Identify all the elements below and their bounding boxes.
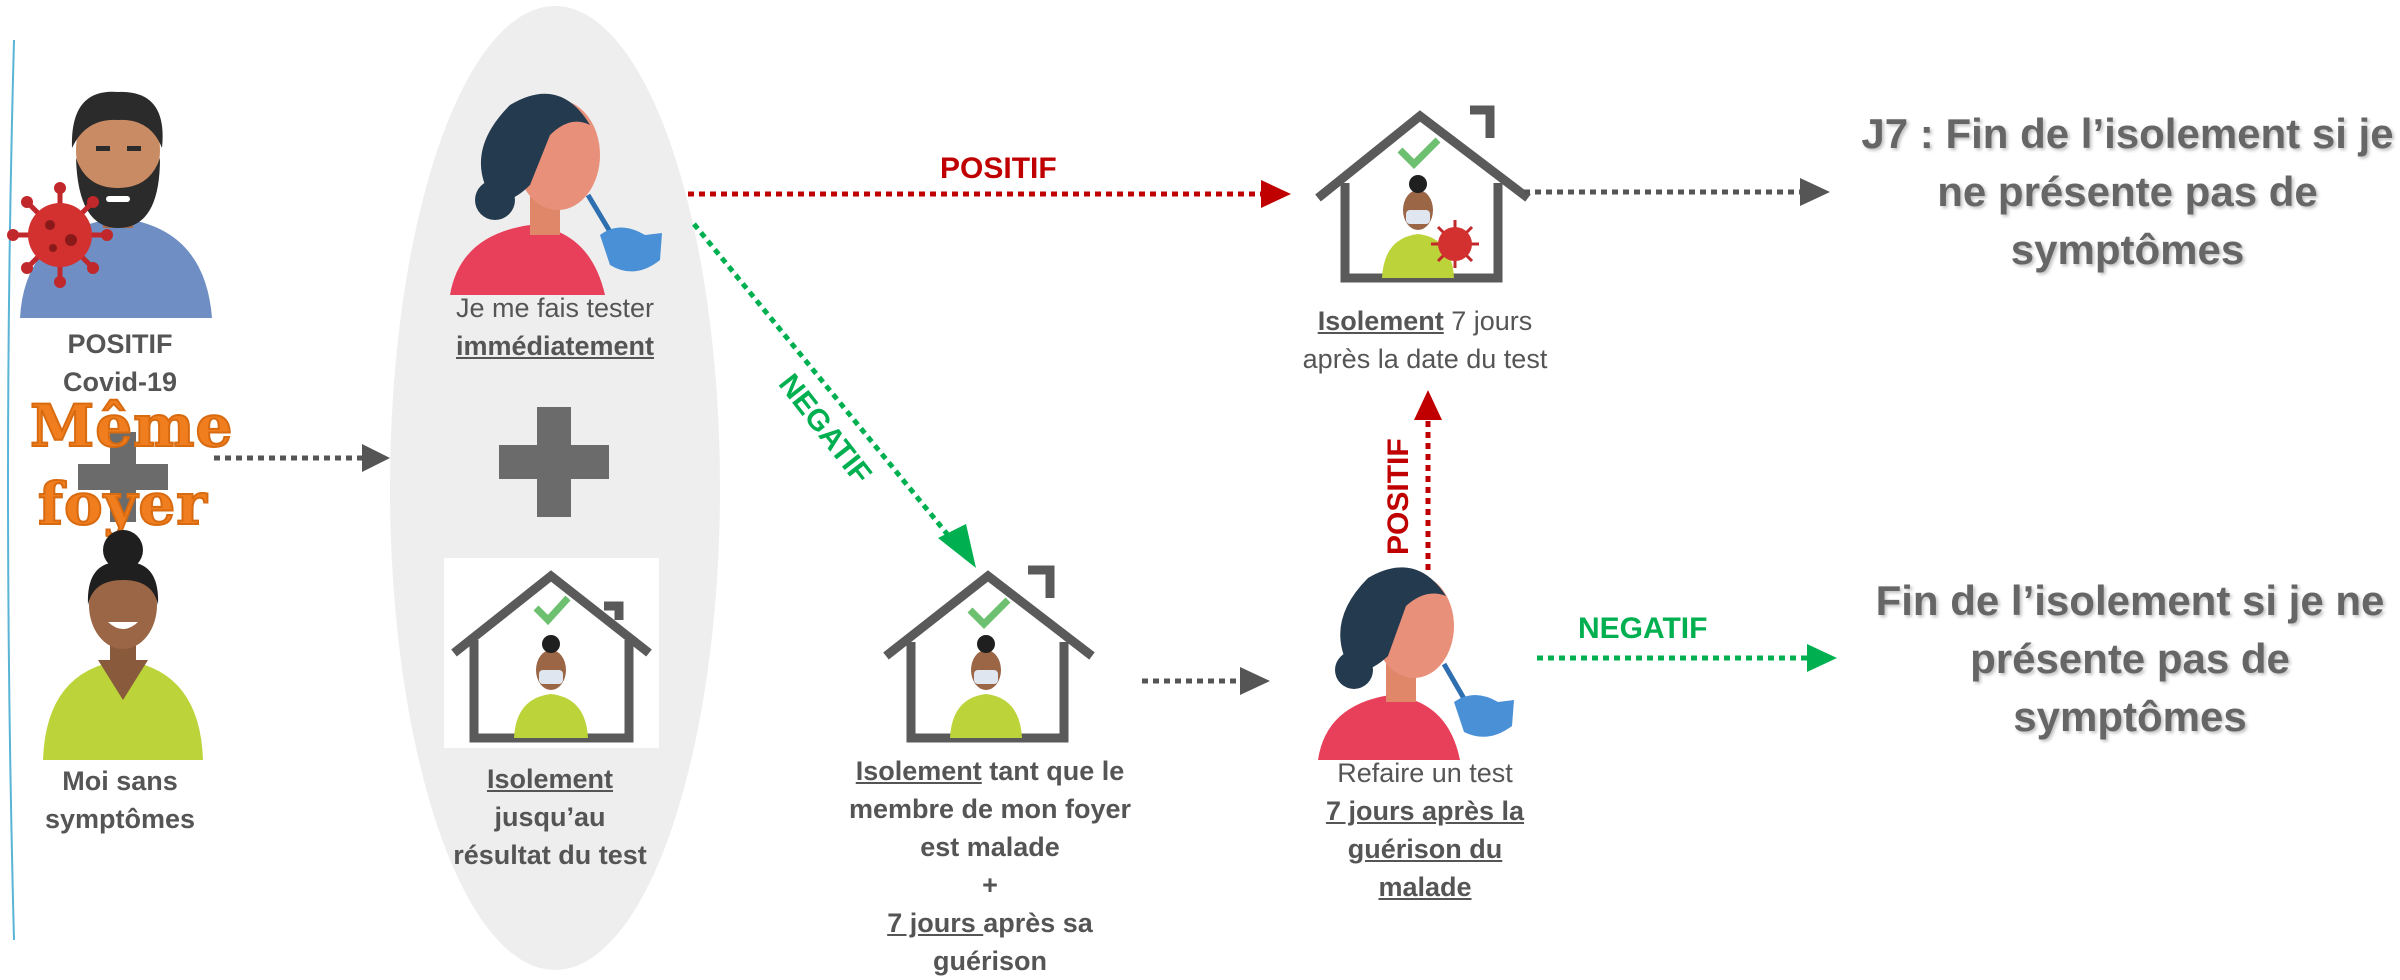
negative-label-right: NEGATIF: [1578, 612, 1708, 645]
isolation-7-days-house-icon: [1315, 105, 1531, 283]
same-home-word1: Même: [29, 391, 234, 461]
self-test-label: Je me fais tester immédiatement: [455, 293, 655, 361]
arrow-positive-vertical: [1414, 390, 1442, 570]
arrow-positive-top: [688, 180, 1291, 208]
arrow-negative-right: [1537, 644, 1837, 672]
positive-label-top: POSITIF: [940, 152, 1057, 185]
retest-woman-illustration: [1318, 567, 1514, 760]
plus-sign-large: [499, 407, 609, 517]
me-no-symptoms-label: Moi sans symptômes: [44, 766, 196, 834]
virus-icon: [7, 182, 113, 288]
isolation-7-days-label: Isolement 7 jours après la date du test: [1302, 306, 1548, 374]
arrow-to-test: [214, 444, 390, 472]
plus-sign-small: [78, 432, 168, 522]
positive-label-vertical: POSITIF: [1382, 438, 1415, 555]
end-isolation-text: Fin de l’isolement si je ne présente pas…: [1875, 577, 2385, 740]
retest-label: Refaire un test 7 jours après la guériso…: [1325, 758, 1525, 902]
arrow-negative-diagonal: [692, 222, 976, 568]
isolation-while-sick-label: Isolement tant que le membre de mon foye…: [848, 756, 1132, 976]
arrow-to-retest: [1142, 667, 1270, 695]
isolation-until-result-label: Isolement jusqu’au résultat du test: [453, 764, 647, 870]
positive-covid-label: POSITIF Covid-19: [62, 329, 178, 397]
woman-illustration: [43, 530, 203, 760]
left-bracket-line: [7, 39, 15, 941]
isolation-while-sick-house-icon: [883, 565, 1095, 743]
j7-end-isolation-text: J7 : Fin de l’isolement si je ne présent…: [1861, 110, 2394, 273]
arrow-to-j7: [1524, 178, 1830, 206]
self-test-woman-illustration: [450, 93, 662, 295]
same-home-word2: foyer: [37, 469, 208, 539]
home-isolation-house-icon: [444, 558, 659, 748]
